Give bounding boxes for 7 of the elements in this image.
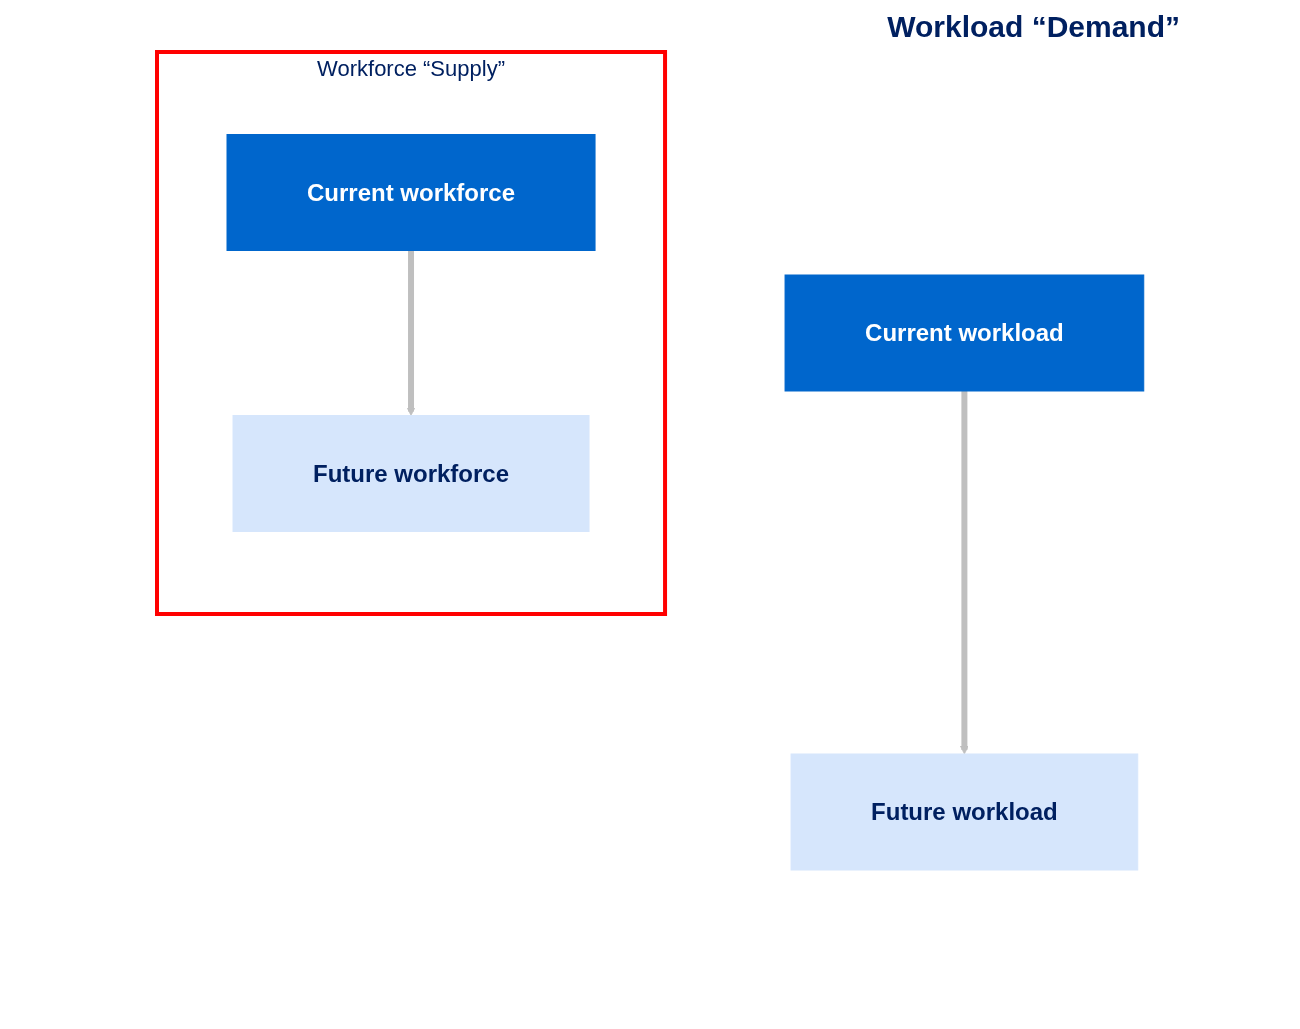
node-box: Current workforce	[226, 134, 596, 251]
arrow	[959, 391, 969, 755]
arrow	[406, 250, 416, 416]
node-box: Future workload	[790, 753, 1138, 871]
node-box: Future workforce	[232, 415, 590, 532]
column-heading: Workload “Demand”	[887, 10, 1180, 44]
node-box: Current workload	[784, 274, 1144, 392]
